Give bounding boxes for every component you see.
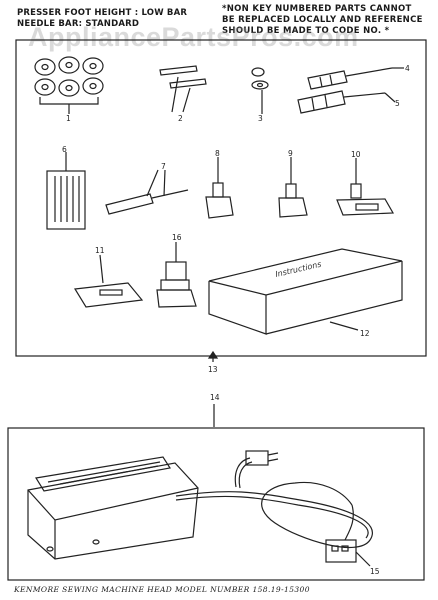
instruction-box-label: Instructions: [274, 260, 322, 279]
lint-brush-icon: [105, 169, 189, 215]
callout-6: 6: [62, 145, 67, 154]
callout-11: 11: [95, 246, 105, 255]
spool-pins-icon: [159, 65, 207, 113]
presser-foot-note-line-1: PRESSER FOOT HEIGHT : LOW BAR: [17, 8, 188, 18]
callout-5: 5: [395, 99, 400, 108]
model-caption: KENMORE SEWING MACHINE HEAD MODEL NUMBER…: [14, 585, 310, 594]
non-key-parts-note-line-1: *NON KEY NUMBERED PARTS CANNOT: [222, 4, 412, 14]
non-key-parts-note-line-3: SHOULD BE MADE TO CODE NO. *: [222, 26, 390, 36]
non-key-parts-note-line-2: BE REPLACED LOCALLY AND REFERENCE: [222, 15, 423, 25]
instruction-box-icon: [208, 248, 403, 335]
callout-13: 13: [208, 365, 218, 374]
adapter-foot-icon: [156, 242, 197, 308]
callout-4: 4: [405, 64, 410, 73]
callout-15: 15: [370, 567, 380, 576]
wall-plug-icon: [245, 450, 269, 466]
bobbins-icon: [34, 56, 104, 114]
callout-3: 3: [258, 114, 263, 123]
callout-14: 14: [210, 393, 220, 402]
throat-plate-icon: [73, 254, 144, 308]
callout-1: 1: [66, 114, 71, 123]
buttonhole-foot-icon: [336, 158, 395, 216]
spool-cap-icon: [251, 67, 269, 114]
power-cord-icon: [175, 450, 373, 567]
callout-9: 9: [288, 149, 293, 158]
callout-7: 7: [161, 162, 166, 171]
callout-10: 10: [351, 150, 361, 159]
callout-12: 12: [360, 329, 370, 338]
callout-2: 2: [178, 114, 183, 123]
accessories-frame: [15, 39, 427, 357]
non-key-parts-note: *NON KEY NUMBERED PARTS CANNOT BE REPLAC…: [222, 4, 434, 37]
callout-16: 16: [172, 233, 182, 242]
callout-8: 8: [215, 149, 220, 158]
zipper-foot-icon: [278, 157, 308, 218]
foot-control-pedal-icon: [27, 456, 199, 560]
needle-pack-icon: [46, 152, 86, 230]
watermark: AppliancePartsPros.com: [28, 22, 359, 52]
presser-foot-note-line-2: NEEDLE BAR: STANDARD: [17, 19, 140, 29]
machine-plug-icon: [325, 539, 357, 563]
foot-control-frame: [7, 427, 425, 581]
presser-foot-note: PRESSER FOOT HEIGHT : LOW BAR NEEDLE BAR…: [17, 8, 217, 30]
presser-foot-8-icon: [205, 157, 234, 219]
screwdrivers-icon: [297, 67, 404, 114]
